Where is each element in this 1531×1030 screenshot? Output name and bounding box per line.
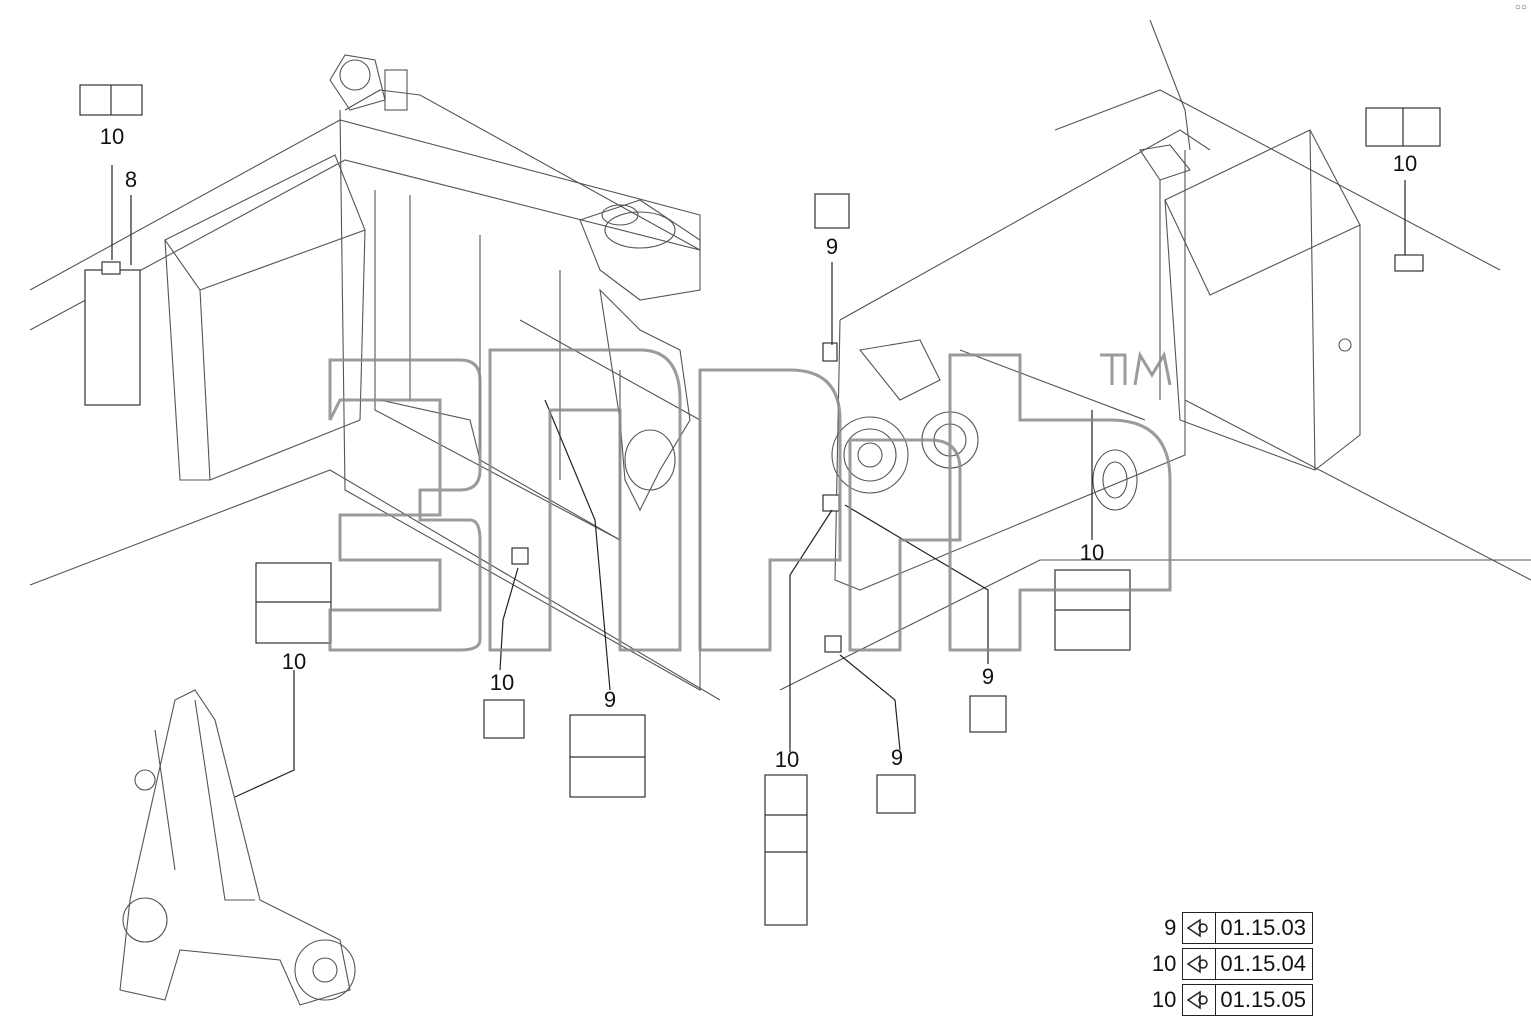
- callout-9: 9: [890, 745, 904, 770]
- callout-10: 10: [1392, 151, 1418, 176]
- view-eye-icon: [1183, 913, 1217, 943]
- callout-10: 10: [281, 649, 307, 674]
- corner-mark-icon: ○○: [1514, 2, 1527, 13]
- reference-row: 10 01.15.04: [1142, 946, 1313, 982]
- fender-box-left: [164, 154, 366, 291]
- callout-10: 10: [1079, 540, 1105, 565]
- view-eye-icon: [1183, 985, 1217, 1015]
- callout-9: 9: [981, 664, 995, 689]
- chassis-right: [834, 150, 1186, 591]
- decal-9-top: [814, 193, 850, 229]
- reference-code: 01.15.03: [1220, 915, 1306, 940]
- callout-10: 10: [774, 747, 800, 772]
- frame-rail-left: [29, 119, 701, 331]
- callout-8: 8: [124, 167, 138, 192]
- reference-link[interactable]: 01.15.03: [1182, 912, 1313, 944]
- reference-code: 01.15.04: [1220, 951, 1306, 976]
- callout-9: 10: [489, 670, 515, 695]
- fender-box-right: [1164, 129, 1361, 296]
- reference-table: 9 01.15.03 10 01.15.04 10 01.15.05: [1142, 910, 1313, 1018]
- reference-number: 10: [1151, 951, 1177, 976]
- decal-tall: [764, 774, 808, 926]
- reference-row: 10 01.15.05: [1142, 982, 1313, 1018]
- pulley-right: [831, 416, 909, 494]
- reference-link[interactable]: 01.15.04: [1182, 948, 1313, 980]
- decal-9-bottom: [876, 774, 916, 814]
- view-eye-icon: [1183, 949, 1217, 979]
- decal-panel-8: [84, 269, 141, 406]
- decal-9-right: [969, 695, 1007, 733]
- engine-block: [579, 199, 701, 301]
- reference-number: 10: [1151, 987, 1177, 1012]
- decal-9-mid-left: [483, 699, 525, 739]
- reference-number: 9: [1164, 915, 1177, 940]
- frame-rail-right: [1054, 89, 1501, 271]
- chassis-main: [339, 109, 701, 691]
- reference-code: 01.15.05: [1220, 987, 1306, 1012]
- watermark: [328, 348, 1172, 652]
- callout-9: 9: [825, 234, 839, 259]
- lift-arm: [119, 689, 351, 1006]
- reference-link[interactable]: 01.15.05: [1182, 984, 1313, 1016]
- callout-10: 10: [99, 124, 125, 149]
- decal-safe-distance: [255, 562, 332, 644]
- callout-10: 9: [603, 687, 617, 712]
- decal-crush-mid: [569, 714, 646, 798]
- reference-row: 9 01.15.03: [1142, 910, 1313, 946]
